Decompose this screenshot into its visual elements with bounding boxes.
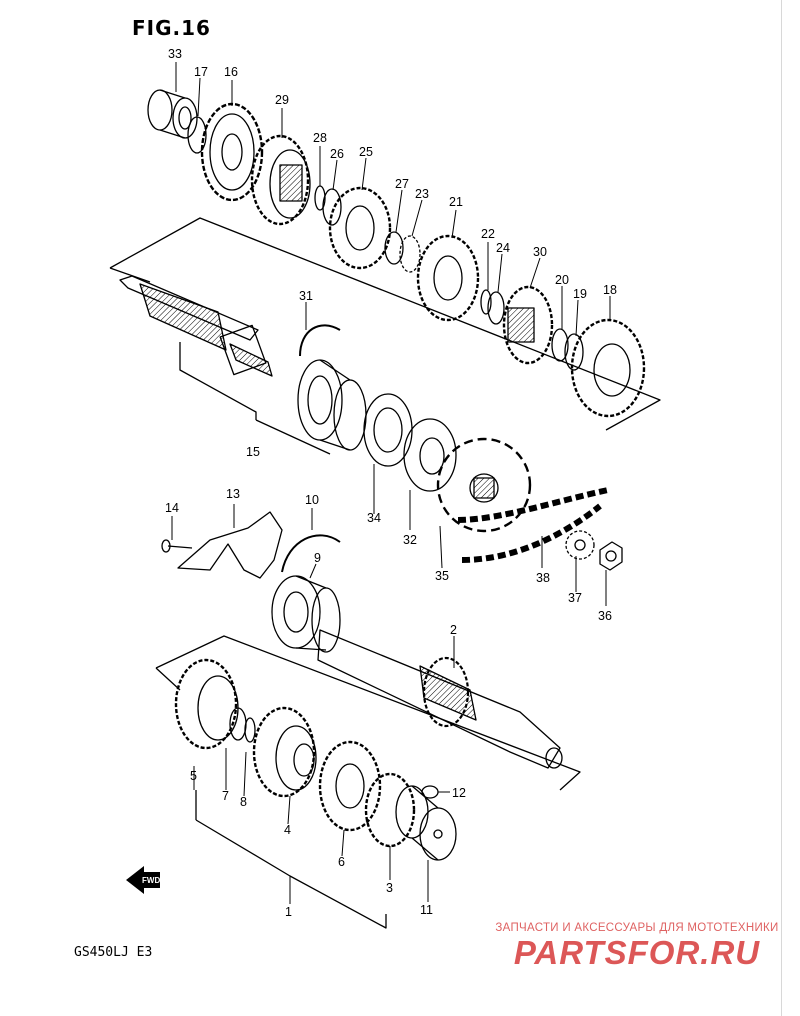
callout-31: 31 bbox=[299, 289, 313, 303]
part-4-gear bbox=[252, 706, 317, 798]
forward-arrow-icon: FWD bbox=[126, 866, 160, 894]
part-8-circlip bbox=[244, 717, 256, 743]
bracket-part-15 bbox=[179, 342, 257, 420]
callout-14: 14 bbox=[165, 501, 179, 515]
callout-6: 6 bbox=[338, 855, 345, 869]
part-26-washer bbox=[322, 188, 342, 226]
callout-29: 29 bbox=[275, 93, 289, 107]
part-15-bearing bbox=[297, 359, 367, 451]
part-25-gear bbox=[328, 186, 392, 270]
callout-26: 26 bbox=[330, 147, 344, 161]
part-13-bearing-stopper bbox=[177, 511, 283, 579]
countershaft-group-outline bbox=[109, 217, 661, 431]
scan-edge-line bbox=[781, 0, 782, 1016]
driveshaft-group-outline bbox=[155, 635, 581, 791]
part-12-plug bbox=[421, 785, 439, 799]
callout-7: 7 bbox=[222, 789, 229, 803]
callout-27: 27 bbox=[395, 177, 409, 191]
callout-36: 36 bbox=[598, 609, 612, 623]
part-2-driveshaft bbox=[317, 629, 563, 769]
figure-title: FIG.16 bbox=[132, 16, 211, 40]
callout-1: 1 bbox=[285, 905, 292, 919]
callout-32: 32 bbox=[403, 533, 417, 547]
callout-38: 38 bbox=[536, 571, 550, 585]
countershaft bbox=[119, 275, 273, 377]
callout-23: 23 bbox=[415, 187, 429, 201]
part-6-gear bbox=[318, 740, 382, 832]
part-21-gear bbox=[416, 234, 480, 322]
callout-18: 18 bbox=[603, 283, 617, 297]
part-18-gear bbox=[570, 318, 646, 418]
part-19-washer bbox=[564, 333, 584, 371]
callout-5: 5 bbox=[190, 769, 197, 783]
callout-20: 20 bbox=[555, 273, 569, 287]
callout-21: 21 bbox=[449, 195, 463, 209]
bracket-part-1 bbox=[195, 819, 387, 929]
part-5-gear bbox=[174, 658, 239, 750]
part-29-gear bbox=[250, 134, 311, 226]
callout-33: 33 bbox=[168, 47, 182, 61]
callout-35: 35 bbox=[435, 569, 449, 583]
part-23-lock-washer bbox=[399, 235, 421, 273]
part-16-gear bbox=[200, 102, 264, 202]
part-34-collar bbox=[363, 393, 413, 467]
callout-24: 24 bbox=[496, 241, 510, 255]
callout-28: 28 bbox=[313, 131, 327, 145]
part-22-circlip bbox=[480, 289, 492, 315]
part-36-nut bbox=[599, 541, 623, 571]
fwd-label: FWD bbox=[142, 876, 160, 885]
callout-16: 16 bbox=[224, 65, 238, 79]
watermark-tagline: ЗАПЧАСТИ И АКСЕССУАРЫ ДЛЯ МОТОТЕХНИКИ bbox=[495, 922, 779, 934]
callout-22: 22 bbox=[481, 227, 495, 241]
callout-25: 25 bbox=[359, 145, 373, 159]
part-32-oil-seal bbox=[403, 418, 457, 492]
callout-30: 30 bbox=[533, 245, 547, 259]
callout-2: 2 bbox=[450, 623, 457, 637]
part-14-screw bbox=[161, 539, 193, 553]
part-35-drive-sprocket bbox=[436, 437, 532, 533]
part-31-circlip bbox=[299, 324, 341, 357]
callout-11: 11 bbox=[420, 903, 433, 917]
callout-13: 13 bbox=[226, 487, 240, 501]
part-30-gear bbox=[502, 285, 554, 365]
part-3-gear bbox=[364, 772, 416, 848]
part-17-washer bbox=[187, 116, 207, 154]
callout-19: 19 bbox=[573, 287, 587, 301]
callout-15: 15 bbox=[246, 445, 260, 459]
callout-37: 37 bbox=[568, 591, 582, 605]
callout-34: 34 bbox=[367, 511, 381, 525]
callout-9: 9 bbox=[314, 551, 321, 565]
callout-3: 3 bbox=[386, 881, 393, 895]
callout-12: 12 bbox=[452, 786, 466, 800]
model-code: GS450LJ E3 bbox=[74, 945, 153, 960]
part-20-bushing bbox=[551, 328, 569, 362]
part-24-washer bbox=[487, 291, 505, 325]
part-33-needle-bearing bbox=[147, 89, 198, 139]
watermark-logo: PARTSFOR.RU bbox=[513, 934, 761, 971]
callout-17: 17 bbox=[194, 65, 208, 79]
part-11-bushing bbox=[395, 785, 457, 861]
callout-numbers: 33 17 16 29 28 26 25 27 23 21 22 24 30 2… bbox=[165, 47, 617, 919]
callout-8: 8 bbox=[240, 795, 247, 809]
part-10-circlip bbox=[281, 534, 341, 573]
part-27-washer bbox=[384, 231, 404, 265]
part-9-bearing bbox=[271, 575, 341, 653]
part-37-lock-washer bbox=[565, 530, 595, 560]
callout-10: 10 bbox=[305, 493, 319, 507]
callout-4: 4 bbox=[284, 823, 291, 837]
part-38-drive-chain bbox=[457, 487, 609, 563]
